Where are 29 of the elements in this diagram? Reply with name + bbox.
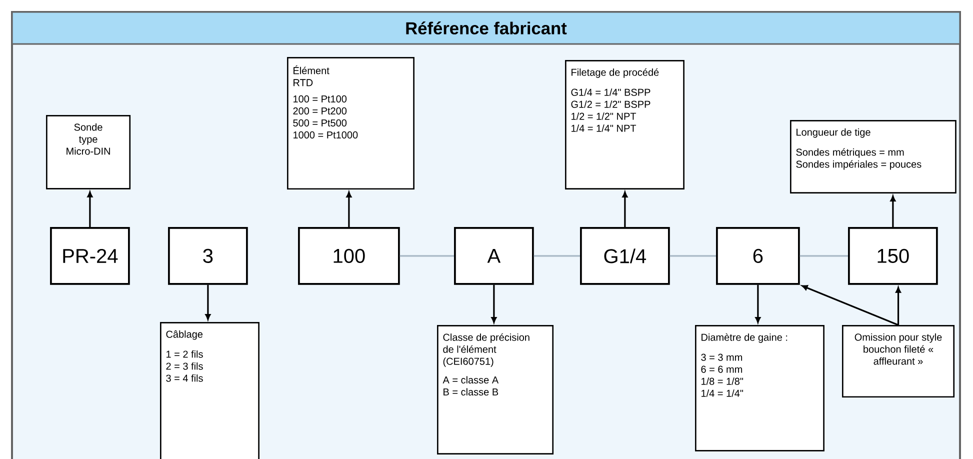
arrow <box>896 287 901 325</box>
arrow <box>346 192 352 227</box>
arrow <box>755 284 761 323</box>
connector-line <box>400 255 454 257</box>
code-box: G1/4 <box>580 227 670 285</box>
description-box: Câblage 1 = 2 fils 2 = 3 fils 3 = 4 fils <box>160 322 260 459</box>
description-box: Élément RTD 100 = Pt100 200 = Pt200 500 = Pt500 1000 = Pt1000 <box>287 57 414 190</box>
description-box: Diamètre de gaine : 3 = 3 mm 6 = 6 mm 1/8 = 1/8" 1/4 = 1/4" <box>695 324 824 452</box>
code-box: 3 <box>168 227 248 285</box>
arrow <box>622 192 628 227</box>
connector-line <box>534 255 580 257</box>
code-box: 100 <box>298 227 400 285</box>
arrow <box>890 196 896 227</box>
description-box: Omission pour style bouchon fileté « affleurant » <box>842 324 955 398</box>
code-box: 150 <box>848 227 938 285</box>
description-box: Longueur de tige Sondes métriques = mm Sondes impériales = pouces <box>790 120 956 194</box>
connector-line <box>670 255 716 257</box>
connector-line <box>800 255 848 257</box>
arrow <box>205 284 211 320</box>
arrow <box>87 192 93 227</box>
title: Référence fabricant <box>406 22 567 34</box>
code-box: 6 <box>716 227 800 285</box>
description-box: Sonde type Micro-DIN <box>46 115 131 190</box>
description-box: Filetage de procédé G1/4 = 1/4" BSPP G1/2 = 1/2" BSPP 1/2 = 1/2" NPT 1/4 = 1/4" NPT <box>565 60 684 190</box>
description-box: Classe de précision de l'élément (CEI60751) A = classe A B = classe B <box>437 324 554 454</box>
code-box: PR-24 <box>50 227 130 285</box>
code-box: A <box>454 227 534 285</box>
arrow <box>802 285 899 326</box>
arrow <box>491 284 497 323</box>
